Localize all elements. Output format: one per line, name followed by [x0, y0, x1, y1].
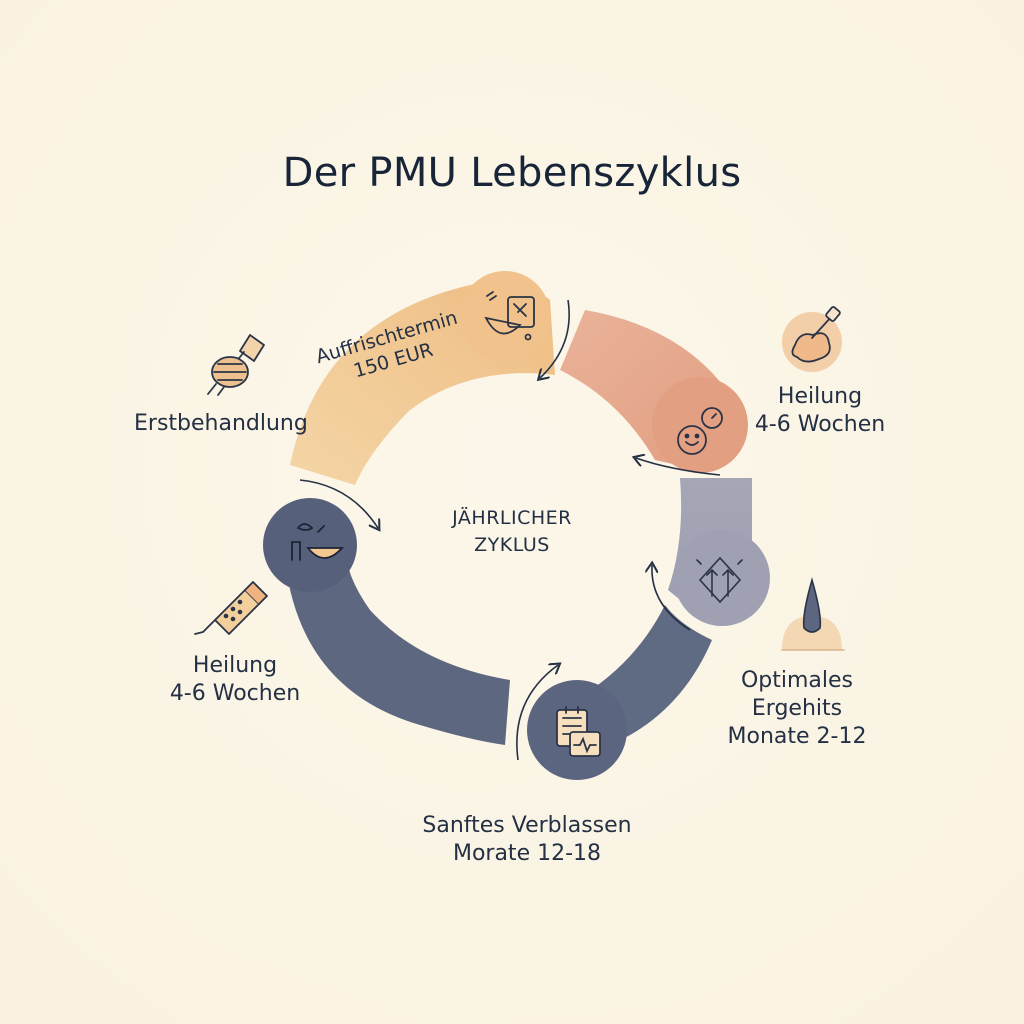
healing-left-label-line1: Heilung: [192, 653, 278, 678]
tube-icon: [194, 581, 268, 635]
fading-label: Sanftes Verblassen Morate 12-18: [412, 812, 642, 868]
center-label: JÄHRLICHER ZYKLUS: [412, 505, 612, 559]
face-icon: [677, 407, 723, 455]
optimal-label-line2: Ergehits: [751, 696, 843, 721]
node-refresh: [460, 271, 550, 361]
tattoo-machine-icon: [207, 334, 265, 396]
arrow-fading-to-left: [516, 665, 558, 761]
optimal-label-line3: Monate 2-12: [727, 724, 867, 749]
healing-right-label: Heilung 4-6 Wochen: [750, 383, 890, 439]
arrow-left-to-refresh: [299, 479, 378, 528]
arrow-refresh-to-right: [540, 299, 570, 378]
pigment-bowl-icon: [291, 523, 345, 561]
healing-right-label-line1: Heilung: [777, 384, 863, 409]
drop-icon: [781, 577, 845, 651]
arc-healing-left: [285, 545, 510, 745]
page-title: Der PMU Lebenszyklus: [282, 150, 742, 196]
fading-label-line1: Sanftes Verblassen: [422, 813, 632, 838]
calendar-icon: [556, 706, 601, 757]
healing-left-label-line2: 4-6 Wochen: [169, 681, 301, 706]
node-healing-left: [263, 498, 357, 592]
healing-right-label-line2: 4-6 Wochen: [754, 412, 886, 437]
arrows-up-icon: [696, 556, 743, 604]
first-treatment-label: Erstbehandlung: [134, 410, 308, 438]
node-optimal: [674, 530, 770, 626]
first-treatment-label-line1: Erstbehandlung: [134, 411, 308, 436]
center-label-line2: ZYKLUS: [474, 534, 550, 556]
healing-left-label: Heilung 4-6 Wochen: [160, 652, 310, 708]
center-label-line1: JÄHRLICHER: [452, 507, 572, 529]
arrow-optimal-to-fading: [652, 565, 691, 631]
optimal-label-line1: Optimales: [740, 668, 854, 693]
ointment-icon: [782, 306, 842, 372]
bowl-icon: [484, 291, 535, 341]
node-healing-right: [652, 377, 748, 473]
fading-label-line2: Morate 12-18: [452, 841, 602, 866]
optimal-label: Optimales Ergehits Monate 2-12: [722, 667, 872, 751]
arrow-right-to-optimal: [636, 458, 721, 476]
